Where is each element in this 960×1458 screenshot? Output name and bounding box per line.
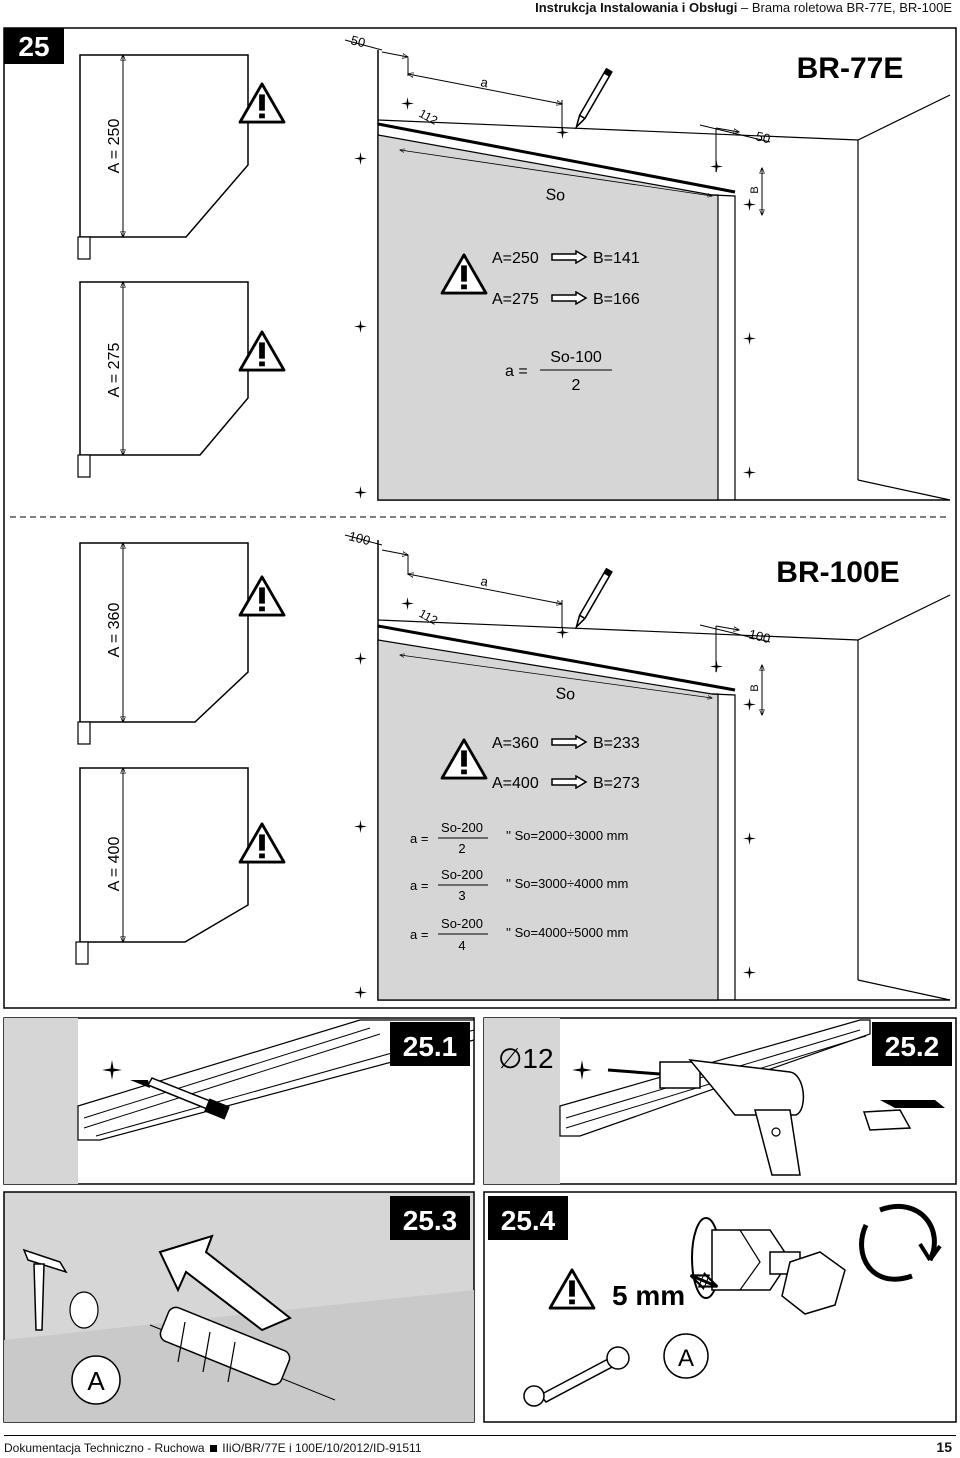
panel-25-4: 25.4 5 mm A [483, 1191, 957, 1423]
formula-range: '' So=2000÷3000 mm [506, 828, 628, 843]
header-dash: – [737, 0, 752, 15]
page-header: Instrukcja Instalowania i Obsługi – Bram… [535, 0, 952, 15]
guide-rail [77, 1019, 475, 1141]
formula-lhs: a = [505, 363, 528, 380]
pencil-icon [572, 66, 614, 130]
formula-lhs: a = [410, 878, 428, 893]
map1-left: A=250 [492, 250, 539, 267]
footer-code: IIiO/BR/77E i 100E/10/2012/ID-91511 [222, 1441, 422, 1455]
part-a-label: A [678, 1345, 694, 1372]
footer-square-icon [209, 1445, 217, 1452]
bracket-a250-label: A = 250 [106, 119, 123, 174]
map2-left: A=400 [492, 775, 539, 792]
formula-num: So-200 [441, 916, 483, 931]
map1-left: A=360 [492, 735, 539, 752]
diagram-frame [3, 27, 957, 1009]
panel-25-2: ∅12 25.2 [483, 1017, 957, 1185]
wrench-icon [523, 1346, 630, 1407]
formula-lhs: a = [410, 831, 428, 846]
map2-right: B=273 [593, 775, 640, 792]
diameter-label: ∅12 [498, 1043, 554, 1074]
dim-right: 100 [747, 626, 772, 646]
bolt-nut-icon [692, 1217, 846, 1315]
substep-label: 25.3 [403, 1205, 458, 1236]
insert-arrow-icon [158, 1234, 292, 1332]
so-label: So [545, 186, 566, 204]
rotate-icon [859, 1203, 942, 1282]
dim-a: a [479, 573, 490, 589]
formula-num: So-200 [441, 867, 483, 882]
formula-row-1: a = So-200 2 '' So=2000÷3000 mm [410, 820, 628, 856]
dim-112: 112 [417, 606, 441, 627]
dim-top: 100 [347, 528, 372, 548]
pencil-icon [572, 566, 614, 630]
bracket-a400-label: A = 400 [106, 837, 123, 892]
dim-a: a [479, 74, 490, 90]
step-number: 25 [18, 31, 49, 62]
drilled-hole [69, 1291, 99, 1329]
formula-den: 2 [458, 841, 465, 856]
map1-right: B=233 [593, 735, 640, 752]
footer-rule [4, 1435, 956, 1436]
drill-icon [607, 1059, 805, 1176]
gap-label: 5 mm [612, 1280, 685, 1311]
step-number-box [4, 28, 64, 64]
substep-label: 25.2 [885, 1031, 940, 1062]
page-footer: Dokumentacja Techniczno - Ruchowa IIiO/B… [4, 1441, 422, 1455]
dust-brush-icon [862, 1100, 945, 1131]
dim-top: 50 [349, 32, 367, 50]
formula-range: '' So=4000÷5000 mm [506, 925, 628, 940]
map1-right: B=141 [593, 250, 640, 267]
substep-label: 25.4 [501, 1205, 556, 1236]
page-number: 15 [936, 1439, 952, 1455]
header-title: Instrukcja Instalowania i Obsługi [535, 0, 738, 15]
formula-num: So-100 [550, 349, 602, 366]
map2-right: B=166 [593, 291, 640, 308]
dim-right: 50 [754, 128, 772, 146]
br77-section: A = 250 A = 275 50 a 112 So 50 [77, 32, 951, 501]
formula-den: 4 [458, 938, 465, 953]
formula-den: 3 [458, 888, 465, 903]
formula-den: 2 [572, 377, 581, 394]
so-label: So [555, 685, 576, 703]
footer-text: Dokumentacja Techniczno - Ruchowa [4, 1441, 205, 1455]
substep-label: 25.1 [403, 1031, 458, 1062]
formula-row-3: a = So-200 4 '' So=4000÷5000 mm [410, 916, 628, 953]
formula-lhs: a = [410, 927, 428, 942]
model-title: BR-100E [776, 556, 899, 589]
model-title: BR-77E [797, 52, 904, 85]
map2-left: A=275 [492, 291, 539, 308]
bracket-a275-label: A = 275 [106, 343, 123, 398]
formula-range: '' So=3000÷4000 mm [506, 876, 628, 891]
panel-25-3: A 25.3 [3, 1191, 475, 1423]
bracket-a360-label: A = 360 [106, 603, 123, 658]
br100-section: A = 360 A = 400 100 a 112 So 100 B [75, 528, 951, 1001]
formula-num: So-200 [441, 820, 483, 835]
formula-row-2: a = So-200 3 '' So=3000÷4000 mm [410, 867, 628, 903]
dim-112: 112 [417, 106, 441, 127]
hammer-icon [22, 1248, 68, 1331]
dim-b: B [749, 186, 761, 193]
dim-b: B [749, 684, 761, 691]
door-opening [377, 639, 719, 1001]
part-a-label: A [87, 1366, 105, 1396]
header-subtitle: Brama roletowa BR-77E, BR-100E [751, 0, 952, 15]
panel-25-1: 25.1 [3, 1017, 475, 1185]
anchor-bolt-icon [149, 1306, 336, 1401]
